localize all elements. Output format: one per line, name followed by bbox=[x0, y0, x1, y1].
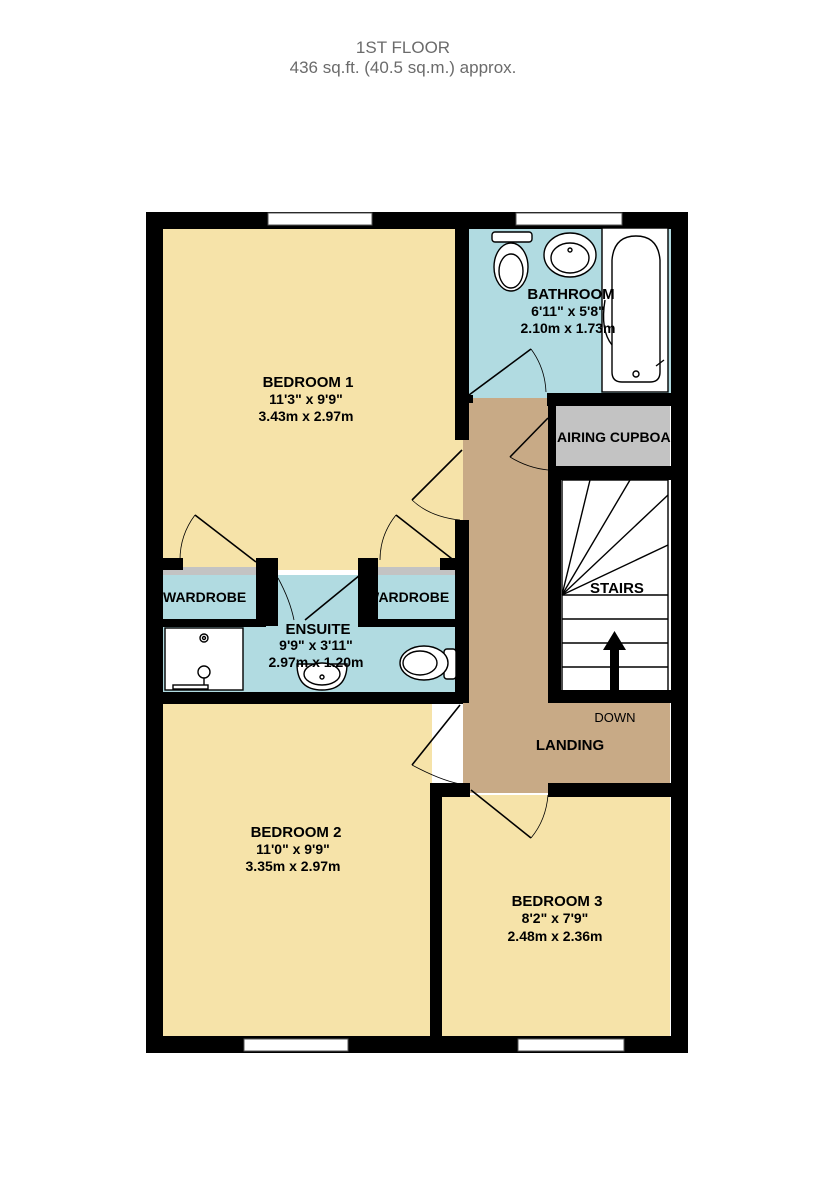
doors bbox=[179, 348, 549, 839]
wardrobe-left-label: WARDROBE bbox=[163, 589, 246, 605]
door-wardrobe-left bbox=[194, 514, 257, 563]
bedroom1-fill bbox=[160, 228, 463, 570]
sink-icon bbox=[543, 232, 597, 278]
bathroom-name: BATHROOM bbox=[527, 286, 614, 303]
door-bedroom2 bbox=[411, 704, 461, 766]
bath-icon bbox=[601, 227, 669, 393]
floor-area: 436 sq.ft. (40.5 sq.m.) approx. bbox=[289, 58, 517, 77]
bedroom1-metric: 3.43m x 2.97m bbox=[259, 408, 354, 424]
window-bathroom bbox=[515, 212, 623, 226]
bedroom3-fill bbox=[438, 795, 670, 1040]
toilet-icon bbox=[491, 231, 533, 292]
interior-walls bbox=[163, 228, 672, 1040]
bedroom3-name: BEDROOM 3 bbox=[512, 893, 603, 910]
stairs-arrow-icon bbox=[603, 631, 626, 690]
wardrobe-right-label: WARDROBE bbox=[366, 589, 449, 605]
ensuite-imperial: 9'9" x 3'11" bbox=[279, 637, 353, 653]
door-ensuite bbox=[304, 574, 361, 621]
bedroom2-name: BEDROOM 2 bbox=[251, 824, 342, 841]
window-bedroom1 bbox=[267, 212, 373, 226]
ensuite-toilet-icon bbox=[399, 645, 457, 681]
windows bbox=[243, 212, 625, 1052]
bathroom-metric: 2.10m x 1.73m bbox=[521, 320, 616, 336]
ensuite-name: ENSUITE bbox=[285, 621, 350, 638]
stairs-label: STAIRS bbox=[590, 580, 644, 597]
window-bedroom2 bbox=[243, 1038, 349, 1052]
door-airing-cupboard bbox=[509, 417, 549, 458]
ensuite-metric: 2.97m x 1.20m bbox=[269, 654, 364, 670]
door-bedroom1 bbox=[411, 449, 463, 501]
airing-cupboard-fill bbox=[556, 405, 670, 467]
bedroom1-name: BEDROOM 1 bbox=[263, 374, 354, 391]
bedroom2-metric: 3.35m x 2.97m bbox=[246, 858, 341, 874]
ensuite-sink-icon bbox=[296, 662, 348, 691]
stairs-treads bbox=[561, 479, 669, 692]
stairs-direction: DOWN bbox=[594, 710, 635, 725]
bedroom3-metric: 2.48m x 2.36m bbox=[508, 928, 603, 944]
landing-fill-lower bbox=[463, 700, 670, 785]
bedroom2-imperial: 11'0" x 9'9" bbox=[256, 841, 330, 857]
door-wardrobe-right bbox=[395, 514, 457, 563]
landing-label: LANDING bbox=[536, 737, 604, 754]
floor-header: 1ST FLOOR 436 sq.ft. (40.5 sq.m.) approx… bbox=[0, 38, 806, 78]
bedroom3-imperial: 8'2" x 7'9" bbox=[522, 910, 589, 926]
door-bathroom bbox=[468, 348, 532, 396]
bedroom2-fill bbox=[160, 700, 432, 1040]
floor-title: 1ST FLOOR bbox=[355, 38, 451, 57]
door-bedroom3 bbox=[470, 789, 532, 839]
window-bedroom3 bbox=[517, 1038, 625, 1052]
shower-icon bbox=[164, 627, 244, 691]
bedroom1-imperial: 11'3" x 9'9" bbox=[269, 391, 343, 407]
airing-cupboard-label: AIRING CUPBOAR bbox=[557, 429, 681, 445]
bathroom-imperial: 6'11" x 5'8" bbox=[531, 303, 605, 319]
